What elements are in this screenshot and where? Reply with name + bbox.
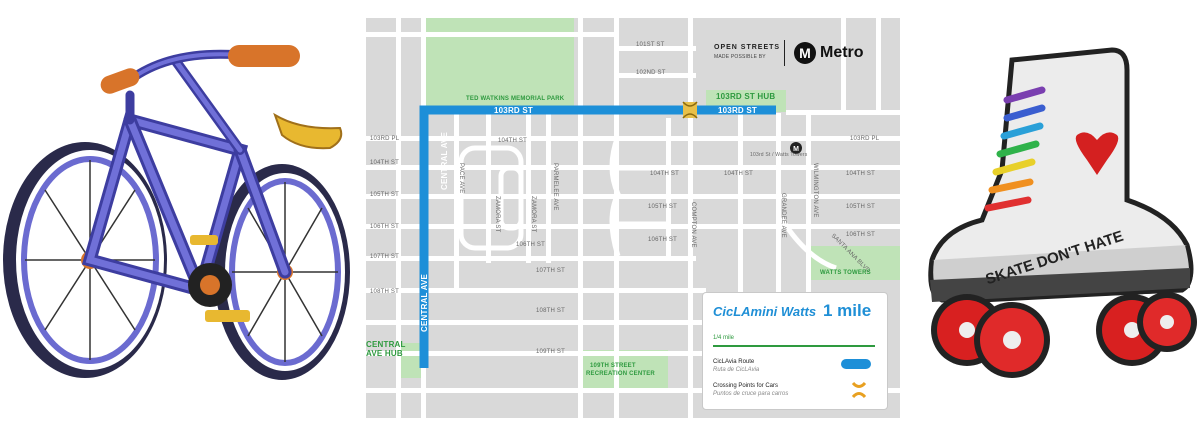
rec-center-park [578, 350, 668, 390]
label-compton: COMPTON AVE [690, 202, 696, 248]
label-109th-mid: 109TH ST [536, 349, 565, 355]
legend-scale: 1/4 mile [713, 335, 735, 341]
legend-crossing-icon [851, 381, 867, 399]
hub-central-line2: AVE HUB [366, 349, 403, 358]
ciclavia-route [419, 105, 776, 368]
label-108th-mid: 108TH ST [536, 308, 565, 314]
label-106th-mid2: 106TH ST [648, 237, 677, 243]
label-103rd-pl-right: 103RD PL [850, 136, 880, 142]
label-103rd-pl-left: 103RD PL [370, 136, 400, 142]
label-104th-mid2: 104TH ST [724, 171, 753, 177]
legend-crossing-en: Crossing Points for Cars [713, 383, 779, 389]
label-pace: PACE AVE [458, 163, 464, 194]
label-santa-ana: SANTA ANA BLVD [829, 233, 871, 275]
legend-crossing-es: Puntos de cruce para carros [713, 391, 789, 397]
label-106th-mid: 106TH ST [516, 242, 545, 248]
legend-distance: 1 mile [823, 301, 872, 320]
label-parmelee: PARMELEE AVE [552, 163, 558, 211]
label-106th-left: 106TH ST [370, 224, 399, 230]
rainbow-laces [984, 86, 1046, 212]
label-104th-inner: 104TH ST [498, 138, 527, 144]
label-104th-right: 104TH ST [846, 171, 875, 177]
label-104th-left: 104TH ST [370, 160, 399, 166]
metro-wordmark: Metro [820, 44, 864, 61]
label-105th-mid: 105TH ST [648, 204, 677, 210]
bike-frame [81, 49, 292, 298]
legend-scale-bar [713, 345, 875, 347]
label-wilmington: WILMINGTON AVE [812, 163, 818, 218]
label-park: TED WATKINS MEMORIAL PARK [466, 96, 565, 102]
label-102nd: 102ND ST [636, 70, 666, 76]
legend-route-en: CicLAvia Route [713, 359, 755, 365]
bike-handles [100, 45, 343, 150]
label-107th-mid: 107TH ST [536, 268, 565, 274]
heart-icon [1075, 132, 1119, 175]
open-streets-label: OPEN STREETS [714, 44, 781, 51]
map-legend: CicLAmini Watts 1 mile 1/4 mile CicLAvia… [702, 292, 888, 410]
label-104th-mid: 104TH ST [650, 171, 679, 177]
label-107th-left: 107TH ST [370, 254, 399, 260]
label-103rd-route: 103RD ST [494, 106, 533, 115]
label-106th-right: 106TH ST [846, 232, 875, 238]
label-station: 103rd St / Watts Towers [750, 152, 808, 158]
label-105th-left: 105TH ST [370, 192, 399, 198]
made-possible-label: MADE POSSIBLE BY [714, 54, 766, 60]
label-108th-left: 108TH ST [370, 289, 399, 295]
label-103rd-hub-street: 103RD ST [718, 106, 757, 115]
skate-wheels [931, 292, 1197, 378]
hub-central-line1: CENTRAL [366, 340, 406, 349]
hub-103rd: 103RD ST HUB [716, 92, 776, 101]
crank [188, 235, 250, 322]
label-watts-towers: WATTS TOWERS [820, 270, 871, 276]
legend-route-es: Ruta de CicLAvia [713, 367, 760, 373]
label-105th-right: 105TH ST [846, 204, 875, 210]
bicycle-illustration [3, 45, 350, 380]
ciclavia-map: M 101ST ST 102ND ST 103RD ST 103RD ST TE… [366, 18, 900, 418]
legend-route-swatch [841, 359, 871, 369]
svg-text:M: M [793, 146, 799, 153]
label-rec-center-1: 109TH STREET [590, 363, 636, 369]
label-grandee: GRANDEE AVE [780, 193, 786, 238]
roller-skate-illustration: SKATE DON'T HATE [928, 47, 1197, 378]
crossing-point-icon [682, 101, 698, 119]
legend-title: CicLAmini Watts [713, 304, 817, 319]
label-101st: 101ST ST [636, 42, 665, 48]
label-rec-center-2: RECREATION CENTER [586, 371, 655, 377]
metro-logo-icon: M [794, 42, 816, 64]
metro-station-icon [790, 142, 802, 154]
